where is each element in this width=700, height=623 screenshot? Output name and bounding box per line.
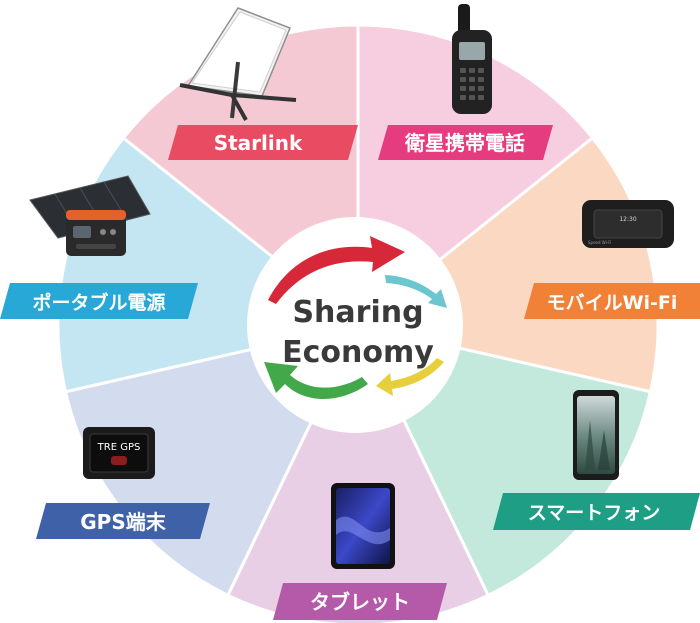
center-title-line2: Economy: [282, 335, 434, 370]
label-text-tablet: タブレット: [310, 590, 410, 614]
label-gps: GPS端末: [36, 503, 210, 539]
gps-device-image: TRE GPS: [83, 427, 155, 479]
label-text-wifi: モバイルWi-Fi: [547, 292, 678, 314]
label-bg-gps: [36, 503, 210, 539]
gps-screen-text: TRE GPS: [97, 442, 141, 453]
label-bg-starlink: [168, 125, 358, 160]
label-text-starlink: Starlink: [214, 131, 303, 155]
starlink-dish-image: [179, 7, 297, 121]
smartphone-image: [573, 390, 619, 480]
label-tablet: タブレット: [273, 583, 447, 620]
center-title-line1: Sharing: [292, 295, 423, 330]
label-powerbank: ポータブル電源: [0, 283, 198, 319]
router-time: 12:30: [619, 216, 636, 223]
label-bg-satphone: [378, 125, 553, 160]
yellow-arrow: [376, 358, 444, 396]
green-arrow: [264, 362, 368, 399]
label-bg-powerbank: [0, 283, 198, 319]
red-arrow: [268, 236, 405, 304]
label-starlink: Starlink: [168, 125, 358, 160]
tablet-image: [331, 483, 395, 569]
teal-arrow: [385, 275, 447, 308]
satellite-phone-image: [452, 4, 492, 114]
label-satphone: 衛星携帯電話: [378, 125, 553, 160]
portable-power-image: [29, 175, 151, 256]
router-brand: Speed Wi-Fi: [588, 240, 611, 245]
cycle-arrows: [264, 236, 447, 399]
label-smartphone: スマートフォン: [493, 493, 700, 530]
label-bg-wifi: [524, 283, 700, 319]
mobile-router-image: 12:30 Speed Wi-Fi: [582, 200, 674, 248]
label-wifi: モバイルWi-Fi: [524, 283, 700, 319]
label-text-gps: GPS端末: [80, 510, 166, 534]
label-text-satphone: 衛星携帯電話: [404, 131, 525, 155]
label-bg-smartphone: [493, 493, 700, 530]
label-text-powerbank: ポータブル電源: [32, 291, 165, 314]
label-bg-tablet: [273, 583, 447, 620]
sector-tablet: [225, 321, 491, 623]
label-text-smartphone: スマートフォン: [528, 502, 660, 524]
